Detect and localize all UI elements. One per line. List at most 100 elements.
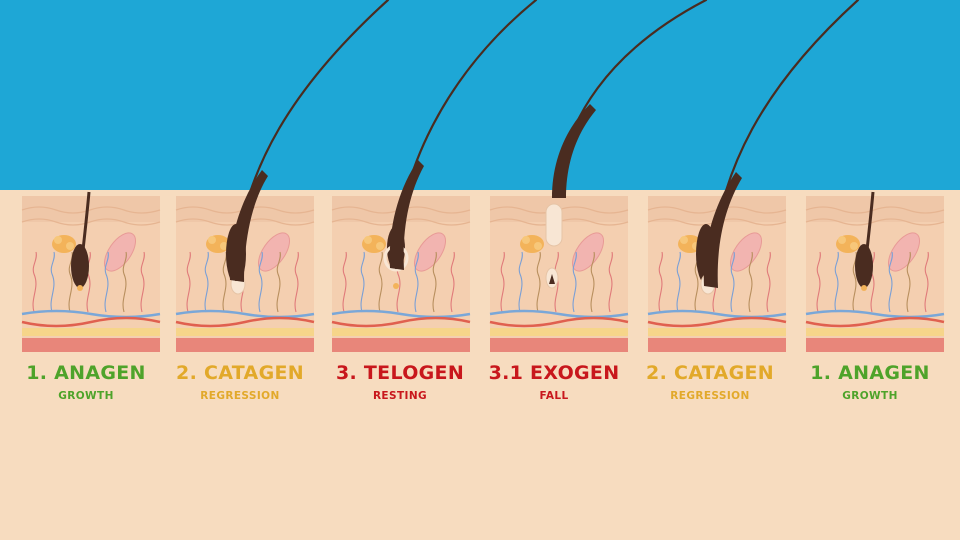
red-vessel: [331, 316, 471, 328]
dermal-papilla: [861, 285, 867, 291]
vessel-line: [658, 251, 663, 313]
hair-root-thick: [229, 170, 268, 282]
vessel-line: [432, 251, 437, 313]
vessel-line: [222, 251, 227, 313]
vessel-line: [276, 251, 281, 313]
vessel-line: [32, 251, 37, 313]
stage-title: 2. CATAGEN: [176, 362, 304, 384]
skin-wave-line: [647, 206, 787, 214]
vessel-line: [378, 251, 383, 313]
arrector-muscle: [887, 232, 921, 272]
deep-red-band: [490, 338, 628, 352]
stage-subtitle: GROWTH: [58, 390, 114, 402]
arrector-muscle: [257, 232, 291, 272]
deep-red-band: [176, 338, 314, 352]
skin-wave-line: [21, 218, 161, 226]
deep-red-band: [806, 338, 944, 352]
vessel-line: [518, 251, 523, 313]
vessel-line: [500, 251, 505, 313]
epidermis-layer: [806, 196, 944, 222]
hair-bulb: [71, 244, 89, 288]
long-hair-strand: [556, 0, 708, 198]
stage-subtitle: FALL: [539, 390, 569, 402]
fat-layer: [648, 328, 786, 336]
vessel-line: [140, 251, 145, 313]
fat-layer: [490, 328, 628, 336]
stage-label-catagen: 2. CATAGEN REGRESSION: [165, 362, 315, 402]
stage-title: 2. CATAGEN: [646, 362, 774, 384]
sebaceous-gland-lobe: [680, 236, 688, 244]
hair-root-thick: [389, 160, 424, 270]
deep-red-band: [332, 338, 470, 352]
empty-follicle: [545, 203, 563, 247]
vessel-line: [730, 251, 735, 313]
vessel-line: [258, 251, 263, 313]
skin-wave-line: [21, 206, 161, 214]
arrector-muscle: [729, 232, 763, 272]
vessel-line: [204, 251, 209, 313]
vessel-line: [888, 251, 893, 313]
fat-layer: [332, 328, 470, 336]
vessel-line: [50, 251, 55, 313]
deep-red-band: [22, 338, 160, 352]
arrector-muscle: [413, 232, 447, 272]
arrector-muscle: [103, 232, 137, 272]
hair-root-thick: [552, 104, 596, 198]
sebaceous-gland-lobe: [54, 236, 62, 244]
fat-layer: [806, 328, 944, 336]
fat-layer: [176, 328, 314, 336]
sebaceous-gland-lobe: [522, 236, 530, 244]
stage-title: 1. ANAGEN: [810, 362, 930, 384]
sebaceous-gland-lobe: [534, 242, 542, 250]
hair-bulb: [855, 244, 873, 288]
blue-vessel: [489, 309, 629, 319]
vessel-line: [816, 251, 821, 313]
stage-label-catagen: 2. CATAGEN REGRESSION: [635, 362, 785, 402]
new-hair-sprout: [549, 274, 555, 284]
vessel-line: [906, 251, 911, 313]
blue-vessel: [647, 309, 787, 319]
stage-title: 3. TELOGEN: [335, 362, 465, 384]
vessel-line: [536, 251, 541, 313]
vessel-line: [122, 251, 127, 313]
vessel-line: [676, 251, 681, 313]
vessel-line: [342, 251, 347, 313]
vessel-line: [834, 251, 839, 313]
stage-subtitle: REGRESSION: [670, 390, 750, 402]
vessel-line: [450, 251, 455, 313]
stage-title: 3.1 EXOGEN: [488, 362, 620, 384]
sebaceous-gland-lobe: [220, 242, 228, 250]
sebaceous-gland-lobe: [850, 242, 858, 250]
dermal-papilla: [393, 283, 399, 289]
fat-layer: [22, 328, 160, 336]
vessel-line: [186, 251, 191, 313]
stage-title: 1. ANAGEN: [26, 362, 146, 384]
red-vessel: [175, 316, 315, 328]
skin-wave-line: [805, 218, 945, 226]
skin-panel: [805, 191, 945, 352]
vessel-line: [608, 251, 613, 313]
sebaceous-gland-lobe: [208, 236, 216, 244]
blue-vessel: [21, 309, 161, 319]
sebaceous-gland-lobe: [364, 236, 372, 244]
epidermis-layer: [22, 196, 160, 222]
arrector-muscle: [571, 232, 605, 272]
red-vessel: [21, 316, 161, 328]
red-vessel: [489, 316, 629, 328]
vessel-line: [414, 251, 419, 313]
sky-background: [0, 0, 960, 190]
stage-label-exogen: 3.1 EXOGEN FALL: [479, 362, 629, 402]
stage-subtitle: REGRESSION: [200, 390, 280, 402]
vessel-line: [748, 251, 753, 313]
red-vessel: [805, 316, 945, 328]
blue-vessel: [331, 309, 471, 319]
vessel-line: [360, 251, 365, 313]
sebaceous-gland-lobe: [838, 236, 846, 244]
skin-panel: [21, 191, 161, 352]
vessel-line: [572, 251, 577, 313]
sebaceous-gland-lobe: [376, 242, 384, 250]
vessel-line: [924, 251, 929, 313]
